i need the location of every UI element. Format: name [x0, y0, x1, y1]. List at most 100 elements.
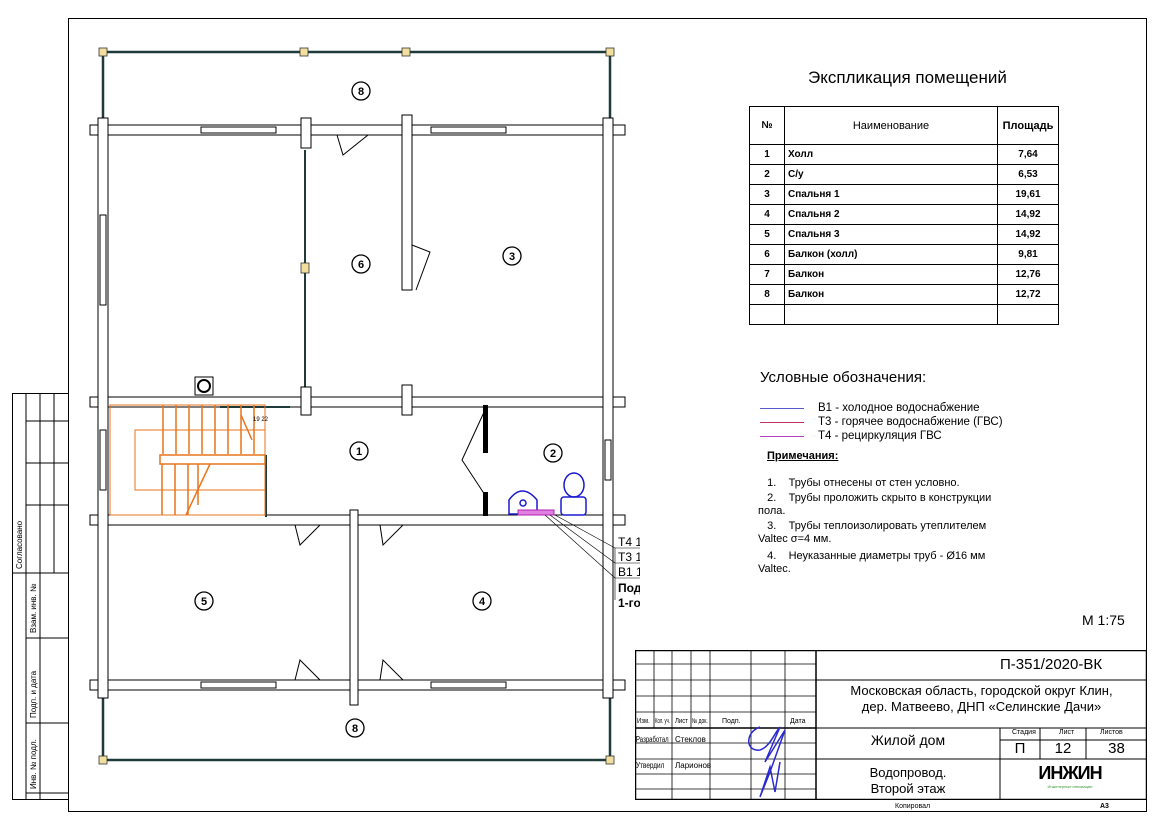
title-block-grid — [635, 650, 1147, 800]
cell-no: 6 — [749, 244, 785, 265]
developed-label: Разработал — [636, 735, 669, 744]
cell-name: Спальня 3 — [784, 224, 998, 245]
sheets-value: 38 — [1108, 740, 1125, 757]
company-logo: ИНЖИН Инженерные инновации — [1038, 763, 1102, 789]
cell-name: С/у — [784, 164, 998, 185]
svg-text:2: 2 — [550, 448, 556, 460]
riser-note-2: 1-го этажа — [618, 596, 640, 610]
room-marker-8-top: 8 — [351, 81, 371, 101]
sheet-value: 12 — [1054, 740, 1072, 757]
svg-text:1: 1 — [356, 446, 362, 458]
partition-wall — [483, 405, 488, 453]
room-marker-8: 8 — [345, 718, 365, 738]
cell-name: Балкон (холл) — [784, 244, 998, 265]
cell-name: Балкон — [784, 264, 998, 285]
cell-no: 1 — [749, 144, 785, 165]
legend-t3: Т3 - горячее водоснабжение (ГВС) — [760, 416, 1003, 428]
posts — [98, 47, 615, 765]
col-header-date: Дата — [790, 718, 806, 725]
col-header-kol: Кол. уч. — [655, 718, 670, 725]
room-marker-1: 1 — [349, 441, 369, 461]
approved-label: Утвердил — [636, 761, 665, 770]
cell-area: 14,92 — [997, 224, 1059, 245]
header-name: Наименование — [784, 106, 998, 145]
col-header-list: Лист — [675, 718, 688, 725]
room-marker-6: 6 — [351, 254, 371, 274]
floor-plan: 19 22 Т4 16.0x2.0 Т3 16.0x2.0 В1 16.0x2.… — [89, 47, 640, 765]
legend-line — [760, 435, 804, 437]
inv-orig-label: Инв. № подл. — [29, 739, 38, 789]
sheet-label: Лист — [1059, 729, 1075, 736]
agreed-label: Согласовано — [15, 520, 24, 569]
staircase — [109, 404, 266, 516]
col-header-doc: № док. — [692, 718, 708, 725]
pipe-label-b1: В1 16.0x2.0 — [618, 565, 640, 579]
stair-label: 19 22 — [253, 417, 269, 423]
format-label: А3 — [1100, 803, 1109, 810]
scale-label: М 1:75 — [1082, 612, 1125, 628]
object-name: Жилой дом — [870, 732, 946, 748]
notes-title: Примечания: — [767, 450, 839, 462]
svg-text:8: 8 — [358, 86, 364, 98]
sign-date-label: Подп. и дата — [29, 670, 38, 718]
stage-value: П — [1014, 740, 1026, 757]
cell-area: 7,64 — [997, 144, 1059, 165]
cell-area: 12,76 — [997, 264, 1059, 285]
header-area: Площадь — [997, 106, 1059, 145]
svg-text:5: 5 — [201, 596, 207, 608]
document-code: П-351/2020-ВК — [1000, 656, 1103, 673]
room-marker-3: 3 — [502, 246, 522, 266]
sheets-label: Листов — [1100, 729, 1123, 736]
doors — [294, 134, 486, 681]
walls — [89, 114, 626, 706]
toilet-icon — [560, 472, 587, 516]
cell-area: 9,81 — [997, 244, 1059, 265]
side-stamp-grid: Согласовано Взам. инв. № Подп. и дата Ин… — [12, 393, 69, 800]
pipe-riser — [517, 509, 555, 516]
pipe-leaders — [544, 514, 640, 600]
col-header-izm: Изм. — [637, 718, 650, 725]
cell-area: 19,61 — [997, 184, 1059, 205]
developed-name: Стеклов — [675, 735, 706, 744]
pipe-label-t3: Т3 16.0x2.0 — [618, 550, 640, 564]
stage-label: Стадия — [1012, 729, 1036, 736]
address: Московская область, городской округ Клин… — [850, 683, 1113, 714]
cell-area: 14,92 — [997, 204, 1059, 225]
sheet-frame — [68, 18, 1147, 812]
chimney-icon — [194, 376, 214, 396]
cell-no: 8 — [749, 284, 785, 305]
cell-no: 2 — [749, 164, 785, 185]
cell-no: 4 — [749, 204, 785, 225]
room-marker-4: 4 — [472, 591, 492, 611]
header-no: № — [749, 106, 785, 145]
explication-title: Экспликация помещений — [808, 68, 1007, 87]
svg-text:3: 3 — [509, 251, 515, 263]
room-marker-2: 2 — [543, 443, 563, 463]
legend-b1: В1 - холодное водоснабжение — [760, 402, 980, 414]
cell-area: 6,53 — [997, 164, 1059, 185]
side-stamp: Согласовано Взам. инв. № Подп. и дата Ин… — [12, 393, 69, 800]
copied-label: Копировал — [895, 803, 931, 810]
legend-line — [760, 407, 804, 409]
cell-no: 3 — [749, 184, 785, 205]
room-marker-5: 5 — [194, 591, 214, 611]
cell-name: Спальня 2 — [784, 204, 998, 225]
riser-note-1: Подъем с — [618, 581, 640, 595]
pipe-label-t4: Т4 16.0x2.0 — [618, 535, 640, 549]
svg-text:4: 4 — [479, 596, 486, 608]
signature — [748, 726, 786, 798]
legend-title: Условные обозначения: — [760, 369, 927, 386]
svg-text:6: 6 — [358, 259, 364, 271]
cell-name: Балкон — [784, 284, 998, 305]
